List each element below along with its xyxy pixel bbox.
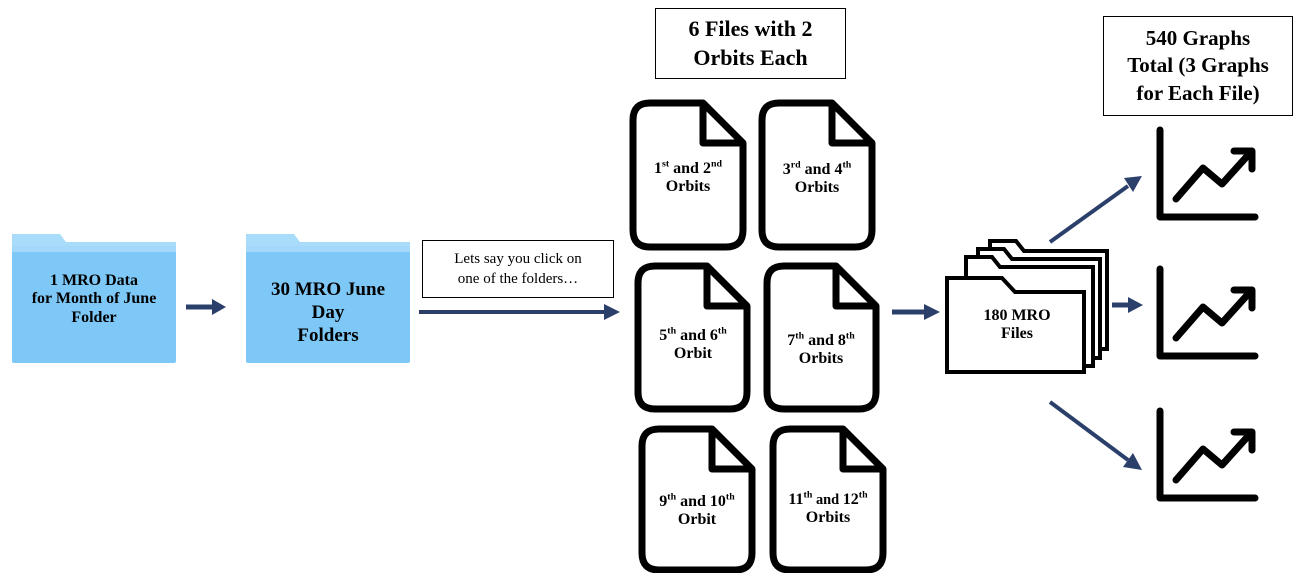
files-title-line-2: Orbits Each bbox=[693, 44, 808, 70]
orbit-file-label: 3rd and 4th Orbits bbox=[765, 159, 869, 198]
orbit-file-word: Orbits bbox=[665, 178, 711, 196]
file-stack-line-1: 180 MRO bbox=[983, 307, 1051, 324]
orbit-file-label: 1st and 2nd Orbits bbox=[636, 158, 740, 197]
orbit-file-label: 11th and 12th Orbits bbox=[773, 489, 883, 528]
orbit-file-word: Orbits bbox=[794, 179, 840, 197]
orbit-file-label: 7th and 8th Orbits bbox=[769, 330, 873, 369]
orbit-file-numbers: 9th and 10th bbox=[659, 491, 735, 510]
arrow-files-to-stack bbox=[892, 304, 940, 320]
day-folders-line-1: 30 MRO June bbox=[271, 279, 385, 300]
document-icon[interactable] bbox=[769, 425, 887, 573]
arrow-folders-to-files bbox=[419, 304, 620, 320]
line-chart-icon[interactable] bbox=[1156, 407, 1259, 502]
document-icon[interactable] bbox=[758, 99, 876, 251]
line-chart-icon[interactable] bbox=[1156, 265, 1259, 360]
line-chart-icon[interactable] bbox=[1156, 126, 1259, 221]
day-folders-line-3: Folders bbox=[297, 325, 359, 347]
orbit-file-word: Orbits bbox=[798, 350, 844, 368]
document-icon[interactable] bbox=[634, 262, 751, 413]
orbit-file-numbers: 5th and 6th bbox=[659, 325, 727, 344]
document-icon[interactable] bbox=[629, 99, 747, 251]
orbit-file-label: 9th and 10th Orbit bbox=[642, 491, 752, 530]
graphs-title-line-3: for Each File) bbox=[1136, 80, 1260, 105]
orbit-file-numbers: 11th and 12th bbox=[788, 489, 868, 508]
month-folder-line-3: Folder bbox=[71, 308, 117, 326]
month-folder-icon[interactable] bbox=[12, 234, 176, 363]
orbit-file-label: 5th and 6th Orbit bbox=[641, 325, 745, 364]
orbit-file-numbers: 3rd and 4th bbox=[782, 159, 852, 178]
graphs-title-line-2: Total (3 Graphs bbox=[1127, 53, 1269, 78]
month-folder-label: 1 MRO Data for Month of June Folder bbox=[12, 272, 176, 327]
day-folders-line-2: Day bbox=[311, 302, 345, 324]
arrow-stack-to-graph-top bbox=[1048, 176, 1142, 244]
graphs-title-box: 540 Graphs Total (3 Graphs for Each File… bbox=[1103, 16, 1293, 116]
month-folder-line-1: 1 MRO Data bbox=[50, 272, 138, 289]
orbit-file-word: Orbit bbox=[677, 511, 717, 529]
click-note-line-1: Lets say you click on bbox=[454, 250, 582, 267]
day-folders-icon[interactable] bbox=[246, 234, 410, 363]
file-stack-label: 180 MRO Files bbox=[950, 307, 1084, 344]
click-note: Lets say you click on one of the folders… bbox=[422, 240, 614, 298]
day-folders-label: 30 MRO June Day Folders bbox=[246, 278, 410, 348]
files-title-box: 6 Files with 2 Orbits Each bbox=[655, 8, 846, 79]
graphs-title-line-1: 540 Graphs bbox=[1145, 26, 1251, 51]
arrow-folder-to-folder bbox=[186, 299, 226, 315]
file-stack-line-2: Files bbox=[1001, 325, 1033, 343]
month-folder-line-2: for Month of June bbox=[31, 290, 157, 308]
orbit-file-word: Orbits bbox=[805, 509, 851, 527]
orbit-file-word: Orbit bbox=[673, 345, 713, 363]
click-note-line-2: one of the folders… bbox=[457, 271, 579, 287]
arrow-stack-to-graph-middle bbox=[1112, 297, 1143, 313]
orbit-file-numbers: 7th and 8th bbox=[787, 330, 855, 349]
orbit-file-numbers: 1st and 2nd bbox=[654, 158, 722, 177]
files-title-line-1: 6 Files with 2 bbox=[688, 15, 813, 41]
file-stack-icon[interactable] bbox=[945, 239, 1109, 374]
arrow-stack-to-graph-bottom bbox=[1048, 400, 1142, 470]
document-icon[interactable] bbox=[763, 262, 880, 413]
document-icon[interactable] bbox=[638, 425, 756, 573]
